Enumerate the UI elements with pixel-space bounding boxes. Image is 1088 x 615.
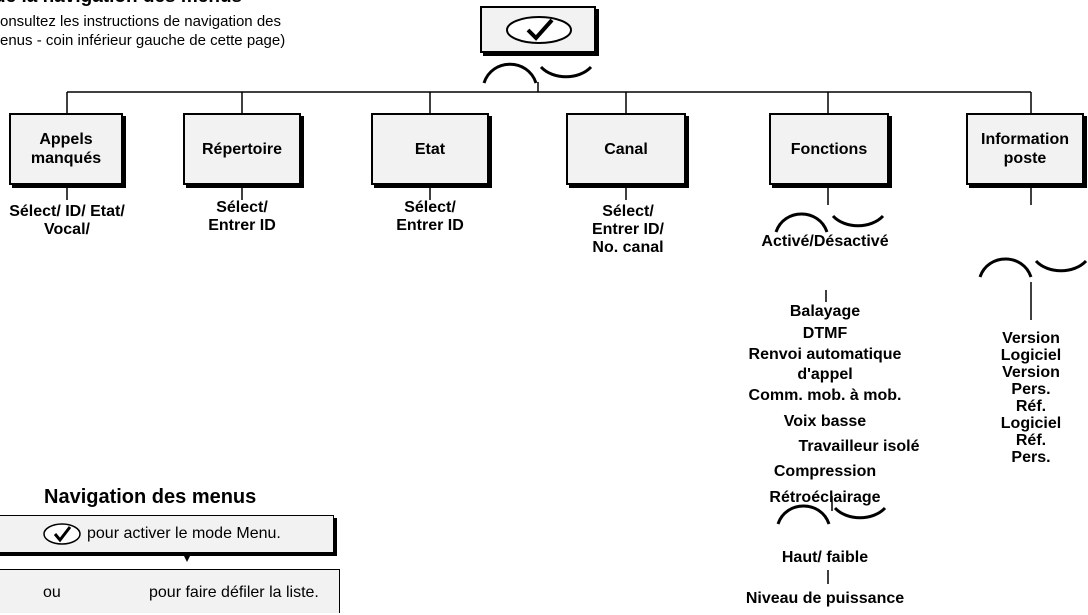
fonctions-item: Compression (773, 463, 877, 480)
scroll-down-key-icon (831, 214, 885, 228)
scroll-up-key-icon (776, 504, 831, 525)
submenu-canal: Sélect/ Entrer ID/ No. canal (591, 203, 664, 256)
info-item: Pers. (1011, 381, 1051, 398)
menu-box-fonctions-label: Fonctions (790, 140, 868, 158)
submenu-appels: Sélect/ ID/ Etat/ Vocal/ (9, 203, 125, 238)
fonctions-item: Rétroéclairage (769, 489, 881, 506)
menu-box-info: Information poste (966, 113, 1084, 185)
info-item: Version (1002, 330, 1060, 347)
scroll-up-key-icon (482, 62, 538, 84)
fonctions-level: Haut/ faible (781, 549, 869, 566)
nav-step-scroll-text: pour faire défiler la liste. (149, 584, 319, 601)
info-item: Version (1002, 364, 1060, 381)
menu-box-appels-label: Appels manqués (30, 131, 102, 167)
checkmark-icon (43, 523, 81, 545)
header-instructions-line1: onsultez les instructions de navigation … (0, 13, 282, 30)
menu-box-repertoire-label: Répertoire (201, 140, 283, 158)
fonctions-power: Niveau de puissance (745, 590, 905, 607)
fonctions-toggle: Activé/Désactivé (761, 233, 889, 250)
info-item: Pers. (1011, 449, 1051, 466)
info-item: Logiciel (1000, 415, 1062, 432)
scroll-down-key-icon (539, 65, 593, 79)
menu-key-box (480, 6, 596, 53)
nav-step-or: ou (43, 584, 61, 601)
info-item: Réf. (1015, 398, 1047, 415)
fonctions-item: DTMF (802, 325, 848, 342)
menu-box-fonctions: Fonctions (769, 113, 889, 185)
submenu-repertoire: Sélect/ Entrer ID (208, 199, 276, 234)
menu-box-repertoire: Répertoire (183, 113, 301, 185)
menu-box-info-label: Information poste (981, 131, 1069, 167)
menu-box-appels: Appels manqués (9, 113, 123, 185)
fonctions-item: Travailleur isolé (798, 438, 920, 455)
nav-step-activate: pour activer le mode Menu. (0, 515, 334, 553)
nav-title: Navigation des menus (44, 486, 257, 508)
scroll-down-key-icon (833, 506, 887, 520)
nav-step-activate-text: pour activer le mode Menu. (87, 525, 281, 542)
fonctions-item: Balayage (789, 303, 861, 320)
info-item: Réf. (1015, 432, 1047, 449)
menu-box-etat-label: Etat (414, 140, 446, 158)
fonctions-item: Renvoi automatique (748, 346, 902, 363)
menu-box-canal: Canal (566, 113, 686, 185)
fonctions-item: Voix basse (783, 413, 867, 430)
fonctions-item: d'appel (797, 366, 853, 383)
header-title: de la navigation des menus (0, 0, 242, 8)
checkmark-icon (506, 16, 572, 44)
fonctions-item: Comm. mob. à mob. (748, 387, 902, 404)
menu-box-etat: Etat (371, 113, 489, 185)
submenu-etat: Sélect/ Entrer ID (396, 199, 464, 234)
nav-step-scroll: ou pour faire défiler la liste. (0, 569, 340, 613)
scroll-up-key-icon (774, 212, 829, 233)
header-instructions-line2: enus - coin inférieur gauche de cette pa… (0, 32, 286, 49)
menu-box-canal-label: Canal (604, 140, 648, 158)
scroll-up-key-icon (978, 257, 1033, 278)
scroll-down-key-icon (1034, 259, 1088, 273)
info-item: Logiciel (1000, 347, 1062, 364)
